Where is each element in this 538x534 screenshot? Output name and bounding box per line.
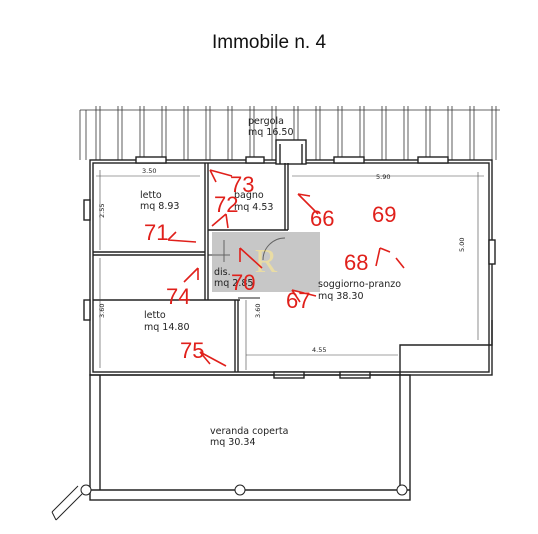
label-dis: dis. — [214, 267, 231, 278]
dim-soggiorno-width-2: 4.55 — [312, 346, 326, 354]
marker-75: 75 — [180, 338, 204, 363]
dim-soggiorno-depth-2: 3.60 — [254, 304, 262, 318]
label-soggiorno: soggiorno-pranzo — [318, 279, 401, 290]
marker-72: 72 — [214, 192, 238, 217]
marker-70: 70 — [231, 270, 255, 295]
veranda-posts — [51, 484, 408, 521]
dim-soggiorno-width: 5.90 — [376, 173, 390, 181]
label-letto-1: letto — [140, 190, 162, 201]
area-letto-2: mq 14.80 — [144, 322, 190, 333]
photo-markers — [167, 169, 405, 367]
marker-67: 67 — [286, 288, 310, 313]
marker-68: 68 — [344, 250, 368, 275]
dim-letto2-depth: 3.60 — [98, 304, 106, 318]
area-dis: mq 2.85 — [214, 278, 253, 289]
label-pergola: pergola — [248, 116, 284, 127]
watermark-letter: R — [255, 243, 278, 280]
marker-74: 74 — [166, 284, 190, 309]
area-pergola: mq 16.50 — [248, 127, 294, 138]
label-letto-2: letto — [144, 310, 166, 321]
dim-letto1-width: 3.50 — [142, 167, 156, 175]
watermark: R — [212, 232, 320, 292]
marker-71: 71 — [144, 220, 168, 245]
dim-letto1-depth: 2.55 — [98, 204, 106, 218]
marker-66: 66 — [310, 206, 334, 231]
dim-soggiorno-depth: 5.00 — [458, 238, 466, 252]
label-bagno: bagno — [234, 190, 264, 201]
area-letto-1: mq 8.93 — [140, 201, 179, 212]
area-soggiorno: mq 38.30 — [318, 291, 364, 302]
dimension-lines — [96, 170, 484, 370]
area-bagno: mq 4.53 — [234, 202, 273, 213]
page-title: Immobile n. 4 — [211, 32, 327, 53]
marker-69: 69 — [372, 202, 396, 227]
label-veranda: veranda coperta — [210, 426, 288, 437]
walls — [83, 139, 496, 501]
area-veranda: mq 30.34 — [210, 437, 256, 448]
marker-73: 73 — [230, 172, 254, 197]
